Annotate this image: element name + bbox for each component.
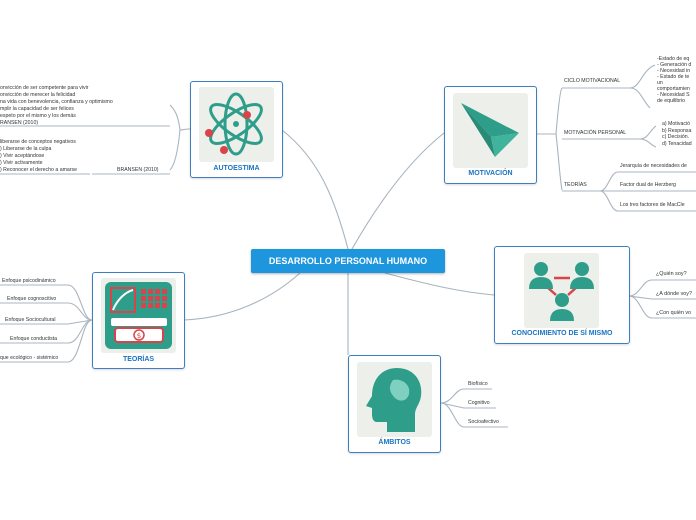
list-item[interactable]: Los tres factores de MacCle	[620, 202, 685, 208]
list-item[interactable]: ¿Quién soy?	[656, 271, 687, 277]
list-item[interactable]: -Estado de eq	[657, 56, 690, 62]
motivacion-personal-list: a) Motivació b) Responsa c) Decisión. d)…	[662, 121, 692, 147]
list-item[interactable]: espeto por el mismo y los demás	[0, 112, 76, 119]
list-item[interactable]: ) Liberarse de la culpa	[0, 145, 52, 152]
list-item[interactable]: RANSEN (2010)	[0, 119, 39, 126]
list-item[interactable]: Jerarquía de necesidades de	[620, 163, 687, 169]
list-item[interactable]: ) Vivir aceptándose	[0, 152, 45, 159]
list-item[interactable]: ¿Con quién vo	[656, 310, 692, 316]
calculator-money-icon: $	[101, 278, 176, 353]
head-silhouette-icon	[357, 362, 432, 437]
list-item[interactable]: - Necesidad S	[657, 92, 690, 98]
teorias-title: TEORÍAS	[122, 356, 155, 363]
list-item[interactable]: ) Vivir activamente	[0, 159, 43, 166]
motivacion-title: MOTIVACIÓN	[468, 170, 513, 177]
autoestima-list-1: onvicción de ser competente para vivir o…	[0, 85, 113, 126]
list-item[interactable]: Enfoque Sociocultural	[5, 317, 56, 323]
svg-text:$: $	[137, 332, 141, 340]
list-item[interactable]: Factor dual de Herzberg	[620, 182, 676, 188]
list-item[interactable]: c) Decisión.	[662, 134, 690, 140]
central-topic[interactable]: DESARROLLO PERSONAL HUMANO	[251, 249, 445, 273]
ambitos-title: ÁMBITOS	[378, 439, 411, 446]
motivacion-teorias[interactable]: TEORÍAS	[564, 182, 587, 188]
list-item[interactable]: Biofísico	[468, 381, 488, 387]
list-item[interactable]: un	[657, 80, 663, 86]
list-item[interactable]: liberarse de conceptos negativos	[0, 139, 76, 145]
list-item[interactable]: mplir la capacidad de ser felices	[0, 105, 74, 112]
paper-plane-icon	[453, 93, 528, 168]
ciclo-motivacional[interactable]: CICLO MOTIVACIONAL	[564, 78, 621, 84]
list-item[interactable]: d) Tenacidad	[662, 140, 692, 147]
list-item[interactable]: Enfoque cognoscitivo	[7, 296, 57, 302]
list-item[interactable]: ¿A dónde voy?	[656, 291, 692, 297]
teorias-node[interactable]: $ TEORÍAS	[92, 272, 185, 369]
autoestima-list-2: liberarse de conceptos negativos ) Liber…	[0, 139, 77, 174]
list-item[interactable]: Enfoque conductista	[10, 336, 58, 342]
list-item[interactable]: na vida con benevolencia, confianza y op…	[0, 98, 113, 105]
conocimiento-title: CONOCIMIENTO DE SÍ MISMO	[511, 330, 613, 337]
conocimiento-node[interactable]: CONOCIMIENTO DE SÍ MISMO	[494, 246, 630, 344]
motivacion-personal[interactable]: MOTIVACIÓN PERSONAL	[564, 130, 627, 136]
people-network-icon	[524, 253, 599, 328]
autoestima-node[interactable]: AUTOESTIMA	[190, 81, 283, 178]
list-item[interactable]: - Generación d	[657, 62, 692, 68]
autoestima-title: AUTOESTIMA	[213, 165, 260, 172]
list-item[interactable]: onvicción de merecer la felicidad	[0, 91, 76, 98]
list-item[interactable]: Enfoque psicodinámico	[2, 278, 56, 284]
list-item[interactable]: Socioafectivo	[468, 419, 499, 425]
list-item[interactable]: onvicción de ser competente para vivir	[0, 85, 89, 91]
ambitos-node[interactable]: ÁMBITOS	[348, 355, 441, 453]
list-item[interactable]: b) Responsa	[662, 127, 692, 134]
list-item[interactable]: comportamien	[657, 86, 690, 92]
autoestima-source[interactable]: BRANSEN (2010)	[117, 167, 159, 173]
atom-icon	[199, 87, 274, 162]
list-item[interactable]: ) Reconocer el derecho a amarse	[0, 166, 77, 173]
list-item[interactable]: Cognitivo	[468, 400, 490, 406]
list-item[interactable]: a) Motivació	[662, 121, 690, 127]
motivacion-node[interactable]: MOTIVACIÓN	[444, 86, 537, 184]
list-item[interactable]: de equilibrio	[657, 98, 685, 104]
list-item[interactable]: que ecológico - sistémico	[0, 355, 59, 361]
list-item[interactable]: - Estado de te	[657, 74, 690, 80]
ciclo-list: -Estado de eq - Generación d - Necesidad…	[657, 56, 691, 104]
list-item[interactable]: - Necesidad in	[657, 68, 691, 74]
